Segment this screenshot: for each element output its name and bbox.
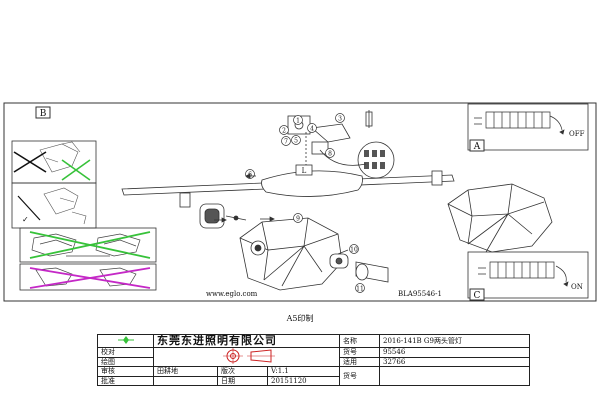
panel-a-frame	[467, 103, 589, 151]
check-mark-icon: ✓	[22, 215, 29, 224]
step-callout-circle	[293, 115, 303, 125]
right-cage-shade	[447, 183, 553, 253]
approve-label: 批准	[97, 375, 154, 386]
off-label: OFF	[569, 130, 585, 138]
title-row-5: 批准 日期 20151120	[97, 375, 530, 386]
tag-label: L	[302, 167, 307, 175]
review-label: 审核	[97, 366, 154, 377]
instruction-diagram: B ✓	[3, 102, 597, 302]
panel-c-badge	[469, 288, 485, 301]
step-callout-number: 11	[356, 286, 364, 293]
center-canopy	[261, 170, 363, 197]
apply-label: 适用	[339, 356, 381, 367]
step-callout-number: 5	[294, 138, 298, 145]
step-callout-circle	[325, 148, 335, 158]
title-block-table: 东莞东进照明有限公司 名称 2016-141B G9两头管灯 校对 货号 955…	[97, 334, 531, 386]
version-label: 版次	[217, 366, 268, 377]
panel-c-frame	[467, 251, 589, 299]
company-name: 东莞东进照明有限公司	[152, 334, 341, 348]
print-size-label: A5印制	[286, 314, 314, 323]
apply-value: 32766	[379, 356, 531, 367]
projection-symbol-cell	[152, 347, 341, 367]
step-callout-circle	[349, 244, 359, 254]
panel-b-frame-1	[11, 140, 97, 184]
step-callout-number: 7	[284, 139, 288, 146]
bulb-parts	[329, 253, 389, 283]
panel-b-frame-4	[19, 263, 157, 291]
drawing-code: BLA95546-1	[398, 290, 442, 298]
step-callout-number: 9	[296, 216, 300, 223]
step-callout-number: 10	[350, 247, 358, 254]
step-callout-number: 8	[328, 151, 332, 158]
item-label: 货号	[339, 347, 381, 358]
website-text: www.eglo.com	[206, 290, 258, 298]
panel-c-label: C	[474, 291, 481, 301]
panel-a-label: A	[473, 142, 481, 152]
panel-a: A OFF	[467, 103, 589, 152]
name-label: 名称	[339, 334, 381, 348]
step-callout-number: 3	[338, 116, 342, 123]
date-label: 日期	[217, 375, 268, 386]
step-callout-circle	[355, 283, 365, 293]
title-row-1: 东莞东进照明有限公司 名称 2016-141B G9两头管灯	[97, 334, 531, 348]
check-label: 校对	[97, 347, 154, 358]
tag-box	[295, 164, 313, 176]
version-value: V:1.1	[266, 366, 341, 377]
step-callout-circle	[307, 123, 317, 133]
step-callout-circle	[293, 213, 303, 223]
step-callout-circle	[279, 125, 289, 135]
step-callout-circle	[335, 113, 345, 123]
step-callout-number: 2	[282, 128, 286, 135]
panel-b-label: B	[40, 109, 47, 119]
title-row-4: 审核 田耕地 版次 V:1.1 货号	[97, 366, 531, 386]
lampholder-parts	[199, 203, 247, 229]
panel-b: B ✓	[11, 106, 157, 291]
left-cage-shade	[239, 217, 343, 291]
panel-b-frame-3	[19, 227, 157, 263]
date-value: 20151120	[266, 375, 341, 386]
title-row-2: 校对 货号 95546	[97, 347, 531, 367]
drawer-value: 田耕地	[153, 366, 218, 377]
item2-label: 货号	[339, 366, 381, 386]
item2-value	[379, 366, 531, 386]
drawer-label: 绘图	[97, 356, 154, 367]
step-callout-number: 1	[296, 118, 300, 125]
panel-a-badge	[469, 139, 485, 152]
approve-value	[153, 375, 218, 386]
on-label: ON	[571, 283, 583, 291]
projection-symbol-icon	[222, 348, 275, 364]
company-logo-icon	[117, 336, 134, 344]
fixture-assembly	[121, 110, 553, 291]
item-value: 95546	[379, 347, 531, 358]
panel-b-badge	[35, 106, 51, 119]
name-value: 2016-141B G9两头管灯	[379, 334, 531, 348]
step-callout-number: 4	[310, 126, 314, 133]
sheet-border	[3, 102, 597, 302]
arrows	[214, 173, 349, 255]
logo-cell	[97, 334, 154, 348]
step-callout-circle	[281, 136, 291, 146]
step-callout-circle	[291, 135, 301, 145]
panel-c: C ON	[467, 251, 589, 301]
